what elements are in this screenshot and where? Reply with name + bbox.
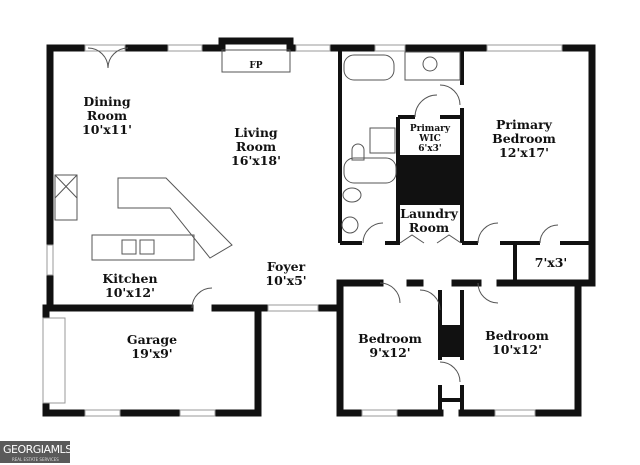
room-name: Room: [408, 220, 450, 235]
room-name: WIC: [419, 134, 441, 144]
logo-subtext: REAL ESTATE SERVICES: [12, 457, 59, 462]
room-size: 19'x9': [131, 346, 173, 361]
room-name: Bedroom: [492, 131, 556, 146]
wall-outer-top: [46, 37, 596, 417]
room-name: Bedroom: [485, 328, 549, 343]
room-name: Bedroom: [358, 331, 422, 346]
room-size: 10'x5': [265, 273, 307, 288]
room-name: Kitchen: [102, 271, 158, 286]
room-size: 12'x17': [499, 145, 549, 160]
room-name: Living: [234, 125, 278, 140]
closet-label: 7'x3': [534, 255, 568, 270]
room-name: Laundry: [400, 206, 458, 221]
room-size: 9'x12': [369, 345, 411, 360]
fireplace-label: FP: [249, 61, 263, 71]
chase: [398, 155, 462, 205]
windows: [42, 44, 563, 417]
room-size: 10'x11': [82, 122, 132, 137]
room-name: Dining: [83, 94, 131, 109]
georgia-mls-logo: GEORGIAMLS REAL ESTATE SERVICES: [0, 441, 72, 463]
room-name: Garage: [126, 332, 178, 347]
room-name: Room: [235, 139, 277, 154]
room-size: 16'x18': [231, 153, 281, 168]
room-size: 10'x12': [492, 342, 542, 357]
room-name: Foyer: [266, 259, 306, 274]
room-name: Primary: [409, 124, 451, 134]
room-name: Primary: [496, 117, 552, 132]
fixtures: [54, 47, 559, 383]
room-size: 6'x3': [418, 144, 442, 154]
room-name: Room: [86, 108, 128, 123]
logo-text: GEORGIAMLS: [3, 443, 72, 456]
room-size: 10'x12': [105, 285, 155, 300]
